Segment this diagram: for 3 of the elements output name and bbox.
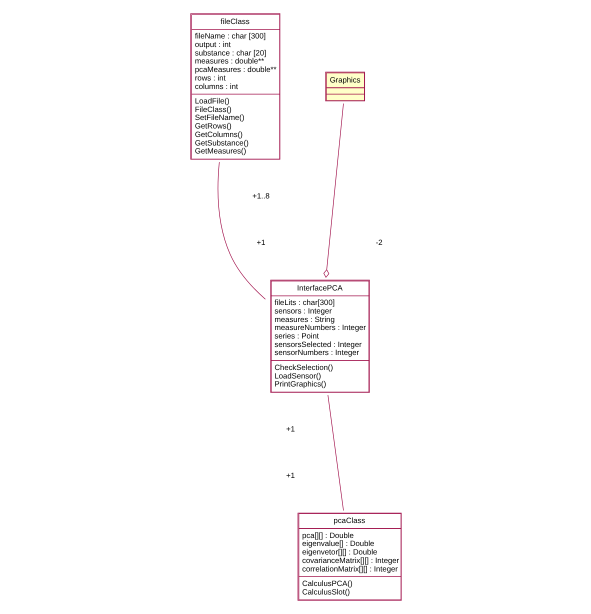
connector <box>322 103 344 278</box>
connector <box>327 394 344 511</box>
connector <box>217 162 266 300</box>
